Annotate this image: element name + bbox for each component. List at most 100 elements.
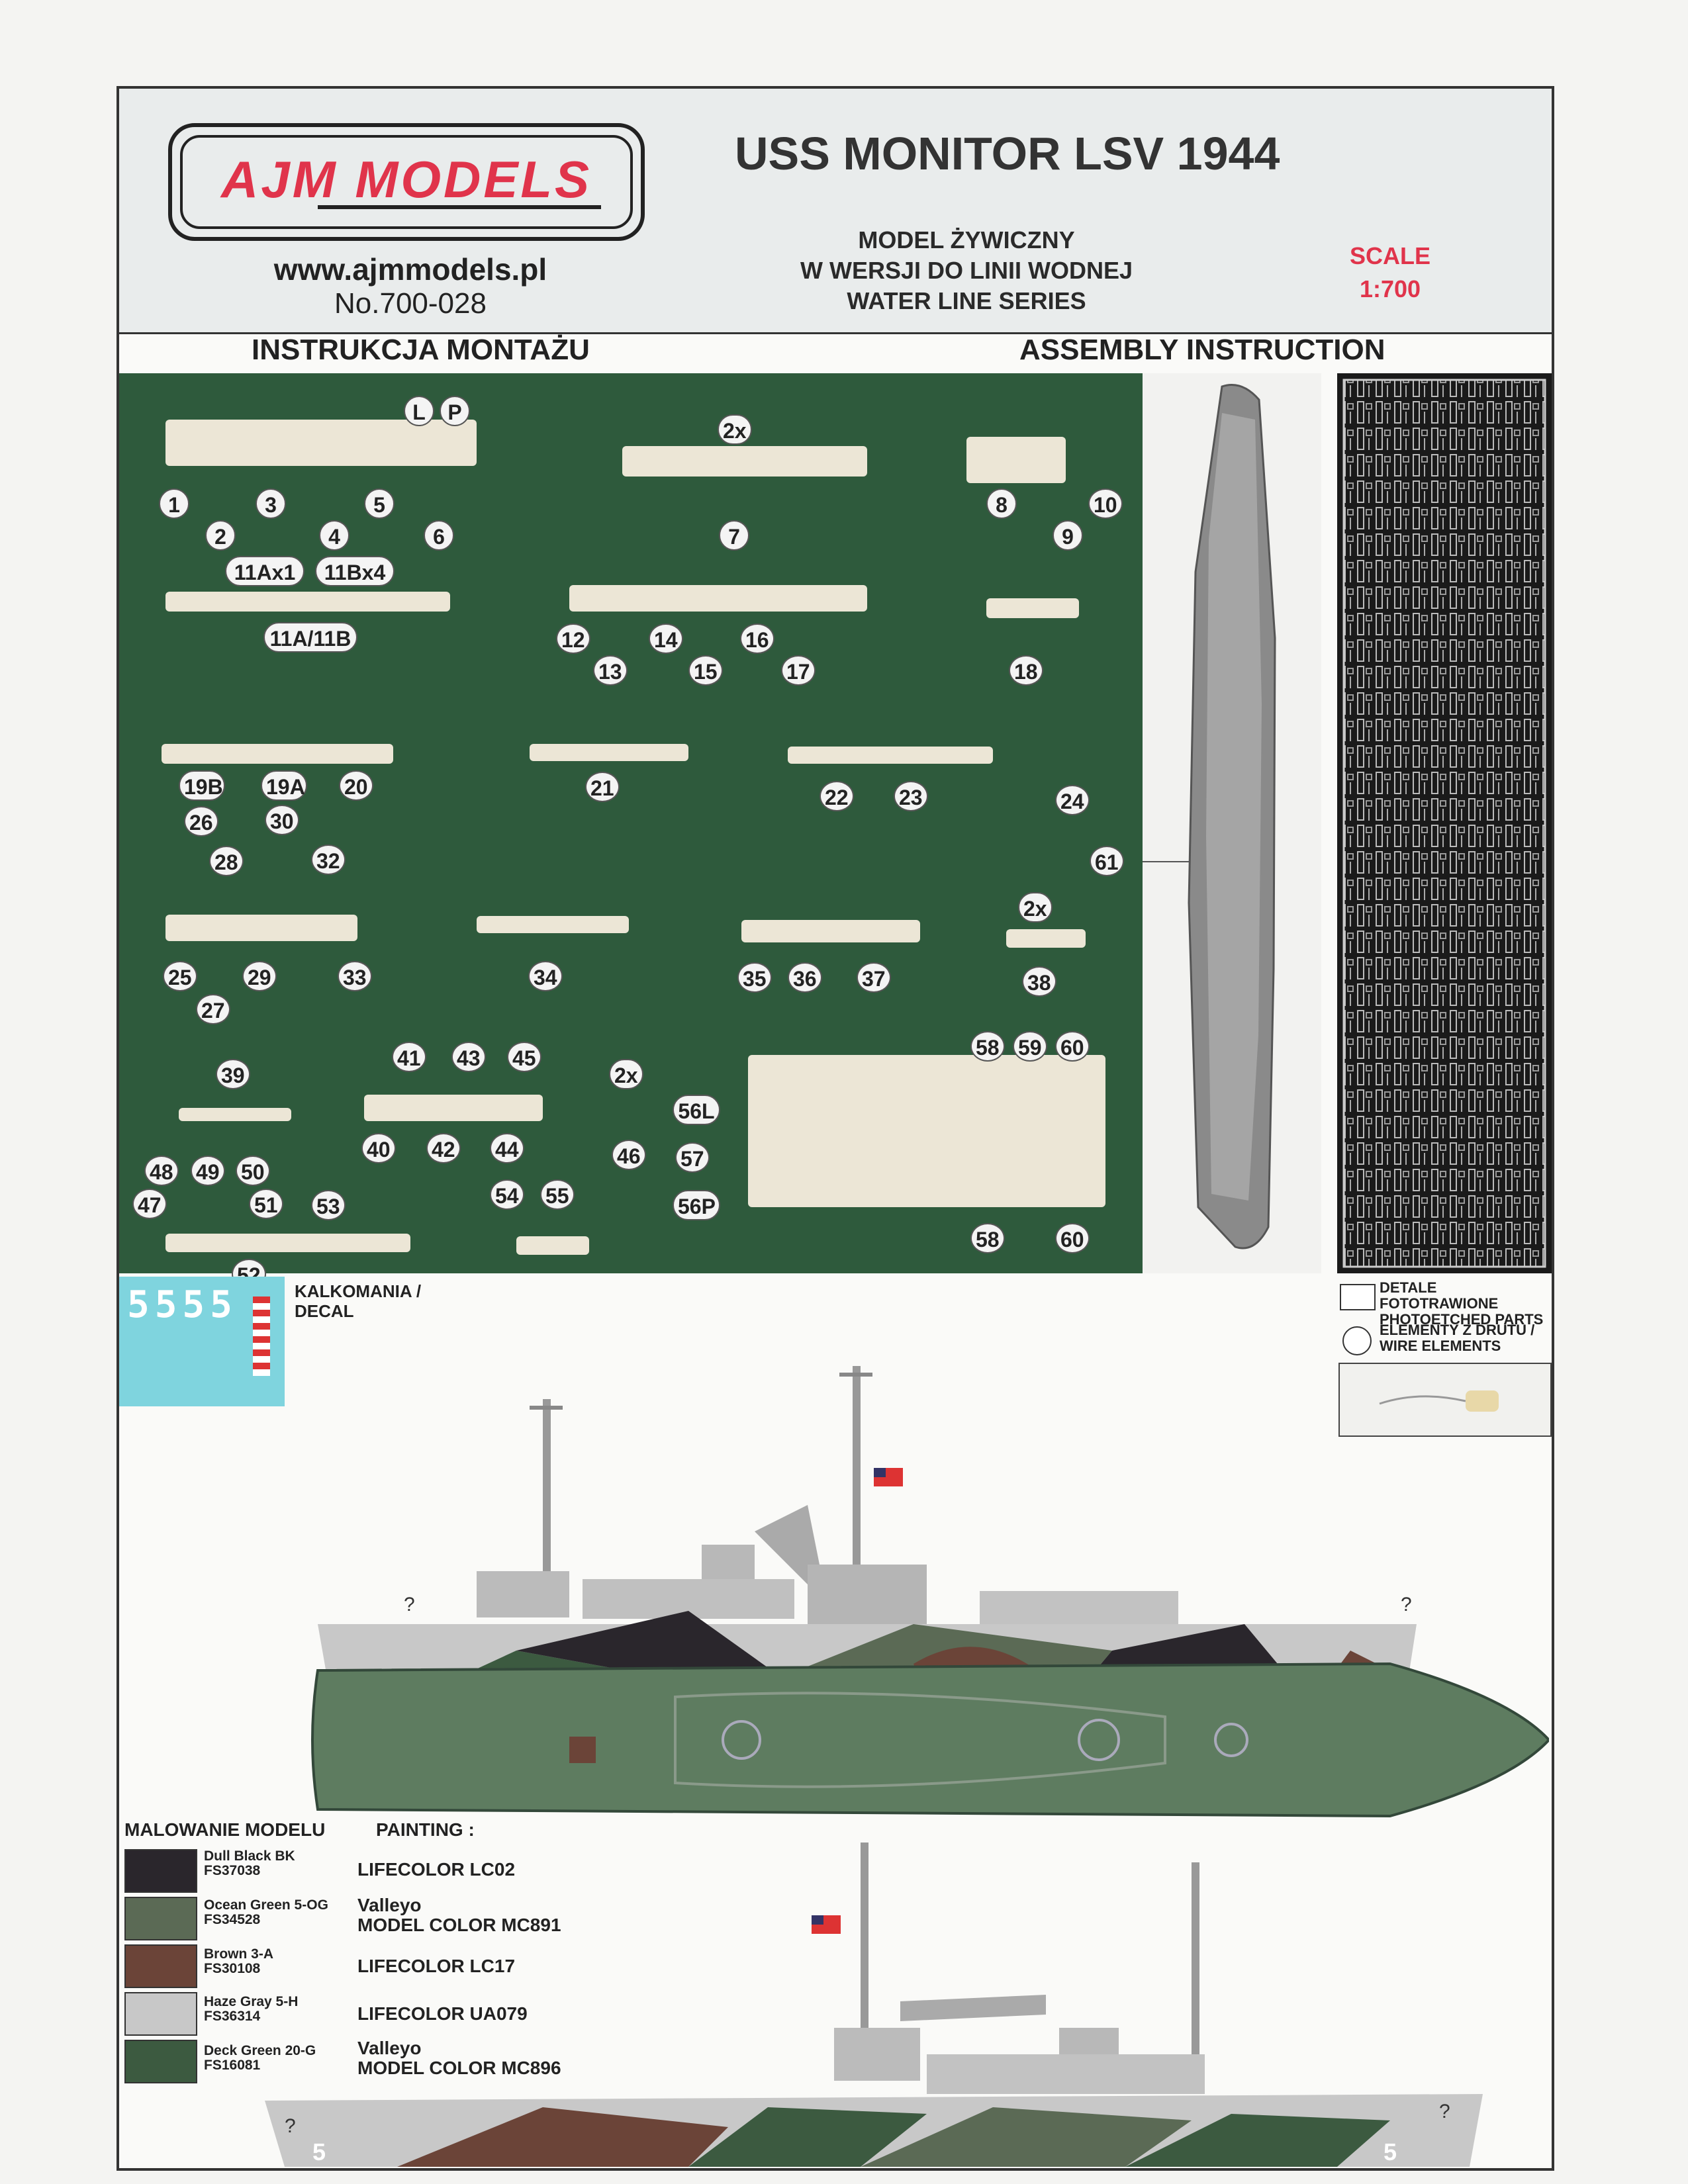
deck-parts-56-60 bbox=[748, 1055, 1105, 1207]
resin-hull-photo: 61 bbox=[1090, 373, 1321, 1273]
part-label: 56L bbox=[673, 1095, 720, 1125]
unknown-marking: ? bbox=[285, 2115, 296, 2137]
part-label: 11A/11B bbox=[263, 622, 357, 653]
part-label: 11Ax1 bbox=[225, 556, 305, 586]
painting-heading-en: PAINTING : bbox=[376, 1819, 475, 1840]
unknown-marking: ? bbox=[1401, 1594, 1412, 1615]
part-label: 36 bbox=[788, 962, 822, 993]
part-label: 45 bbox=[507, 1042, 541, 1072]
part-label: 14 bbox=[649, 623, 683, 654]
sprue-34 bbox=[477, 916, 629, 933]
website-url: www.ajmmodels.pl bbox=[273, 252, 547, 287]
photoetched-fret bbox=[1337, 373, 1552, 1273]
part-label: 56P bbox=[673, 1190, 720, 1220]
wire-legend-text1: ELEMENTY Z DRUTU / bbox=[1380, 1322, 1535, 1338]
part-label: 5 bbox=[364, 488, 395, 519]
part-label: 53 bbox=[311, 1190, 346, 1220]
part-label: 54 bbox=[490, 1179, 524, 1210]
part-label: 12 bbox=[556, 623, 590, 654]
color-brand: LIFECOLOR LC17 bbox=[357, 1956, 516, 1976]
sprue-35-37 bbox=[741, 920, 920, 942]
sprue-7 bbox=[622, 446, 867, 477]
part-label: 24 bbox=[1055, 785, 1090, 815]
sprue-25-33 bbox=[165, 915, 357, 941]
wire-legend-icon bbox=[1342, 1326, 1372, 1355]
painting-heading-pl: MALOWANIE MODELU bbox=[124, 1819, 326, 1840]
sprue-38 bbox=[1006, 929, 1086, 948]
part-label: 38 bbox=[1022, 966, 1056, 997]
subtitle-line3: WATER LINE SERIES bbox=[847, 287, 1086, 314]
subtitle-line1: MODEL ŻYWICZNY bbox=[858, 226, 1075, 253]
part-label: 61 bbox=[1090, 846, 1124, 876]
part-label: 3 bbox=[256, 488, 286, 519]
part-label: 39 bbox=[216, 1059, 250, 1089]
part-label: 58 bbox=[970, 1223, 1005, 1253]
instruction-sheet: AJM MODELS www.ajmmodels.pl No.700-028 U… bbox=[117, 86, 1554, 2171]
color-brand: LIFECOLOR LC02 bbox=[357, 1859, 516, 1880]
photoetch-legend-text2: PHOTOETCHED PARTS bbox=[1380, 1311, 1544, 1328]
profile-view-port: 5 5 ? ? bbox=[265, 1843, 1483, 2167]
part-label: 21 bbox=[585, 772, 620, 802]
part-label: 41 bbox=[392, 1042, 426, 1072]
color-swatch-ocean-green bbox=[124, 1897, 197, 1940]
part-label: 46 bbox=[612, 1140, 646, 1170]
part-label: 2x bbox=[609, 1059, 643, 1089]
part-label: 2 bbox=[205, 520, 236, 551]
color-swatch-brown bbox=[124, 1944, 197, 1988]
part-label: 33 bbox=[338, 961, 372, 991]
decal-numbers: 5555 bbox=[127, 1283, 238, 1326]
sprue-12-17 bbox=[569, 585, 867, 612]
sprue-19-20 bbox=[162, 744, 393, 764]
part-label: 17 bbox=[781, 655, 816, 686]
wire-elements-photo bbox=[1338, 1363, 1552, 1437]
color-swatch-deck-green bbox=[124, 2040, 197, 2083]
resin-parts-panel: 1 2 3 4 5 6 L P 2x 7 8 9 10 11Ax1 11Bx4 … bbox=[119, 373, 1143, 1289]
part-label: 9 bbox=[1053, 520, 1083, 551]
color-brand: LIFECOLOR UA079 bbox=[357, 2003, 528, 2024]
part-label: 60 bbox=[1055, 1223, 1090, 1253]
scale-value: 1:700 bbox=[1359, 275, 1421, 302]
photoetch-legend-icon bbox=[1340, 1284, 1376, 1310]
part-label: 57 bbox=[675, 1142, 710, 1173]
part-label: 2x bbox=[718, 414, 752, 445]
sprue-39 bbox=[179, 1108, 291, 1121]
sprue-8-10 bbox=[966, 437, 1066, 483]
sprue-54-55 bbox=[516, 1236, 589, 1255]
part-label: 42 bbox=[426, 1133, 461, 1163]
page-title: USS MONITOR LSV 1944 bbox=[735, 128, 1280, 179]
part-label: 28 bbox=[209, 846, 244, 876]
catalog-number: No.700-028 bbox=[334, 287, 487, 320]
top-view-deck bbox=[311, 1662, 1549, 1818]
part-label: 22 bbox=[820, 781, 854, 811]
part-label: 25 bbox=[163, 961, 197, 991]
sprue-22-23 bbox=[788, 747, 993, 764]
sprue-47-53 bbox=[165, 1234, 410, 1252]
part-label: 29 bbox=[242, 961, 277, 991]
part-label: 47 bbox=[132, 1189, 167, 1219]
part-label: 50 bbox=[236, 1156, 270, 1186]
sprue-1 bbox=[165, 420, 477, 466]
sprue-11 bbox=[165, 592, 450, 612]
part-label: 26 bbox=[184, 806, 218, 837]
part-label: 2x bbox=[1018, 892, 1053, 923]
color-swatch-dull-black bbox=[124, 1849, 197, 1893]
part-label: 13 bbox=[593, 655, 628, 686]
part-label: P bbox=[440, 396, 470, 426]
part-label: 18 bbox=[1009, 655, 1043, 686]
part-label: 48 bbox=[144, 1156, 179, 1186]
part-label: 19B bbox=[179, 770, 225, 801]
decal-label: KALKOMANIA / DECAL bbox=[295, 1281, 422, 1321]
part-label: 8 bbox=[986, 488, 1017, 519]
decal-sheet: 5555 bbox=[119, 1277, 285, 1406]
part-label: 1 bbox=[159, 488, 189, 519]
part-label: 23 bbox=[894, 781, 928, 811]
part-label: 58 bbox=[970, 1031, 1005, 1062]
part-label: 60 bbox=[1055, 1031, 1090, 1062]
part-label: 10 bbox=[1088, 488, 1123, 519]
part-label: 15 bbox=[688, 655, 723, 686]
part-label: L bbox=[404, 396, 434, 426]
